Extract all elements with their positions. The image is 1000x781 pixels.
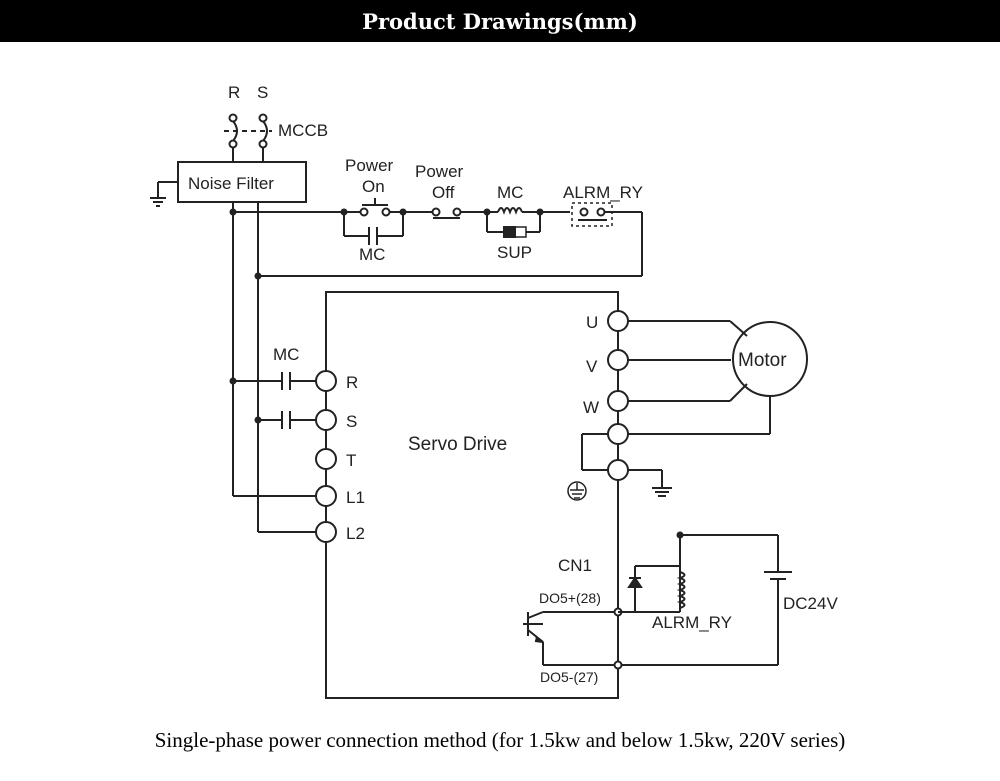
mc-main-contacts xyxy=(233,372,316,429)
label-power-off-1: Power xyxy=(415,162,464,181)
label-do5-plus: DO5+(28) xyxy=(539,590,601,606)
label-term-v: V xyxy=(586,357,598,376)
title-banner: Product Drawings(mm) xyxy=(0,0,1000,42)
label-term-w: W xyxy=(583,398,599,417)
input-terminals xyxy=(315,370,337,543)
label-mc-coil: MC xyxy=(497,183,523,202)
label-power-off-2: Off xyxy=(432,183,455,202)
label-alrm-ry-relay: ALRM_RY xyxy=(652,613,732,632)
label-term-u: U xyxy=(586,313,598,332)
label-term-l1: L1 xyxy=(346,488,365,507)
label-servo-drive: Servo Drive xyxy=(408,434,507,455)
alrm-ry-contact xyxy=(571,202,613,227)
label-do5-minus: DO5-(27) xyxy=(540,669,598,685)
relay-coil-icon xyxy=(676,571,686,609)
dc24v-battery-icon xyxy=(764,535,792,665)
page-title: Product Drawings(mm) xyxy=(362,8,638,34)
label-term-s: S xyxy=(346,412,357,431)
label-r-top: R xyxy=(228,83,240,102)
junction-dots xyxy=(229,208,684,539)
label-mc-contacts: MC xyxy=(273,345,299,364)
transistor-icon xyxy=(523,611,544,665)
mccb-breaker xyxy=(224,113,272,162)
label-mc-aux: MC xyxy=(359,245,385,264)
label-alrm-ry-contact: ALRM_RY xyxy=(563,183,643,202)
label-s-top: S xyxy=(257,83,268,102)
ground-icon xyxy=(652,487,672,497)
label-term-t: T xyxy=(346,451,356,470)
label-term-l2: L2 xyxy=(346,524,365,543)
label-power-on-2: On xyxy=(362,177,385,196)
label-motor: Motor xyxy=(738,350,787,371)
label-cn1: CN1 xyxy=(558,556,592,575)
label-term-r: R xyxy=(346,373,358,392)
protective-earth-icon xyxy=(567,481,587,501)
filter-ground-icon xyxy=(150,181,178,207)
label-sup: SUP xyxy=(497,243,532,262)
label-dc24v: DC24V xyxy=(783,594,838,613)
diode-icon xyxy=(627,576,643,588)
surge-suppressor xyxy=(486,212,541,238)
mc-aux-contact xyxy=(343,212,404,245)
diagram-caption: Single-phase power connection method (fo… xyxy=(154,728,846,752)
mc-coil xyxy=(497,207,523,215)
power-on-switch xyxy=(359,198,391,217)
label-mccb: MCCB xyxy=(278,121,328,140)
wiring-diagram: R S MCCB Noise Filter Power On Power Off… xyxy=(150,83,838,699)
servo-drive-box xyxy=(325,291,619,699)
label-noise-filter: Noise Filter xyxy=(188,174,274,193)
label-power-on-1: Power xyxy=(345,156,394,175)
power-off-switch xyxy=(431,207,462,219)
